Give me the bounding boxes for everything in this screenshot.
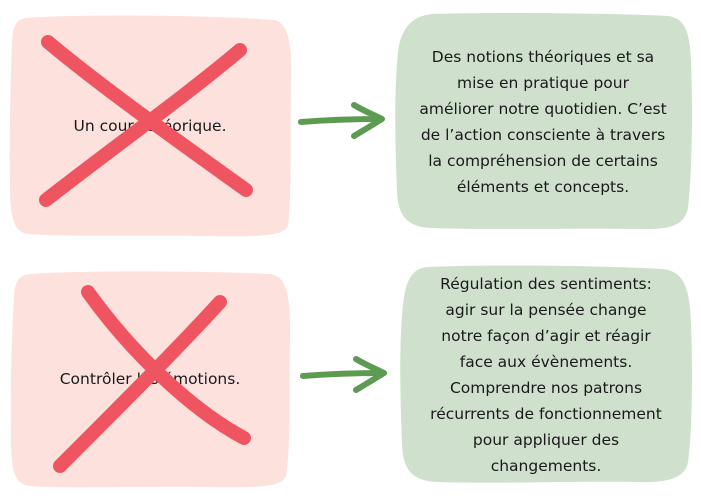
green-blob-shape bbox=[395, 12, 692, 230]
accepted-text-1: Des notions théoriques et sa mise en pra… bbox=[419, 48, 667, 196]
accepted-box-1: Des notions théoriques et sa mise en pra… bbox=[392, 12, 694, 232]
accepted-text-2: Régulation des sentiments: agir sur la p… bbox=[430, 275, 662, 475]
arrow-right-icon bbox=[300, 356, 387, 393]
arrow-right-icon bbox=[298, 102, 385, 139]
rejected-text-1: Un cours théorique. bbox=[73, 117, 227, 135]
accepted-box-2: Régulation des sentiments: agir sur la p… bbox=[398, 264, 694, 486]
green-blob-shape bbox=[400, 265, 692, 483]
rejected-box-2: Contrôler les émotions. bbox=[8, 268, 292, 490]
rejected-text-2: Contrôler les émotions. bbox=[59, 370, 241, 388]
rejected-box-1: Un cours théorique. bbox=[8, 14, 292, 238]
